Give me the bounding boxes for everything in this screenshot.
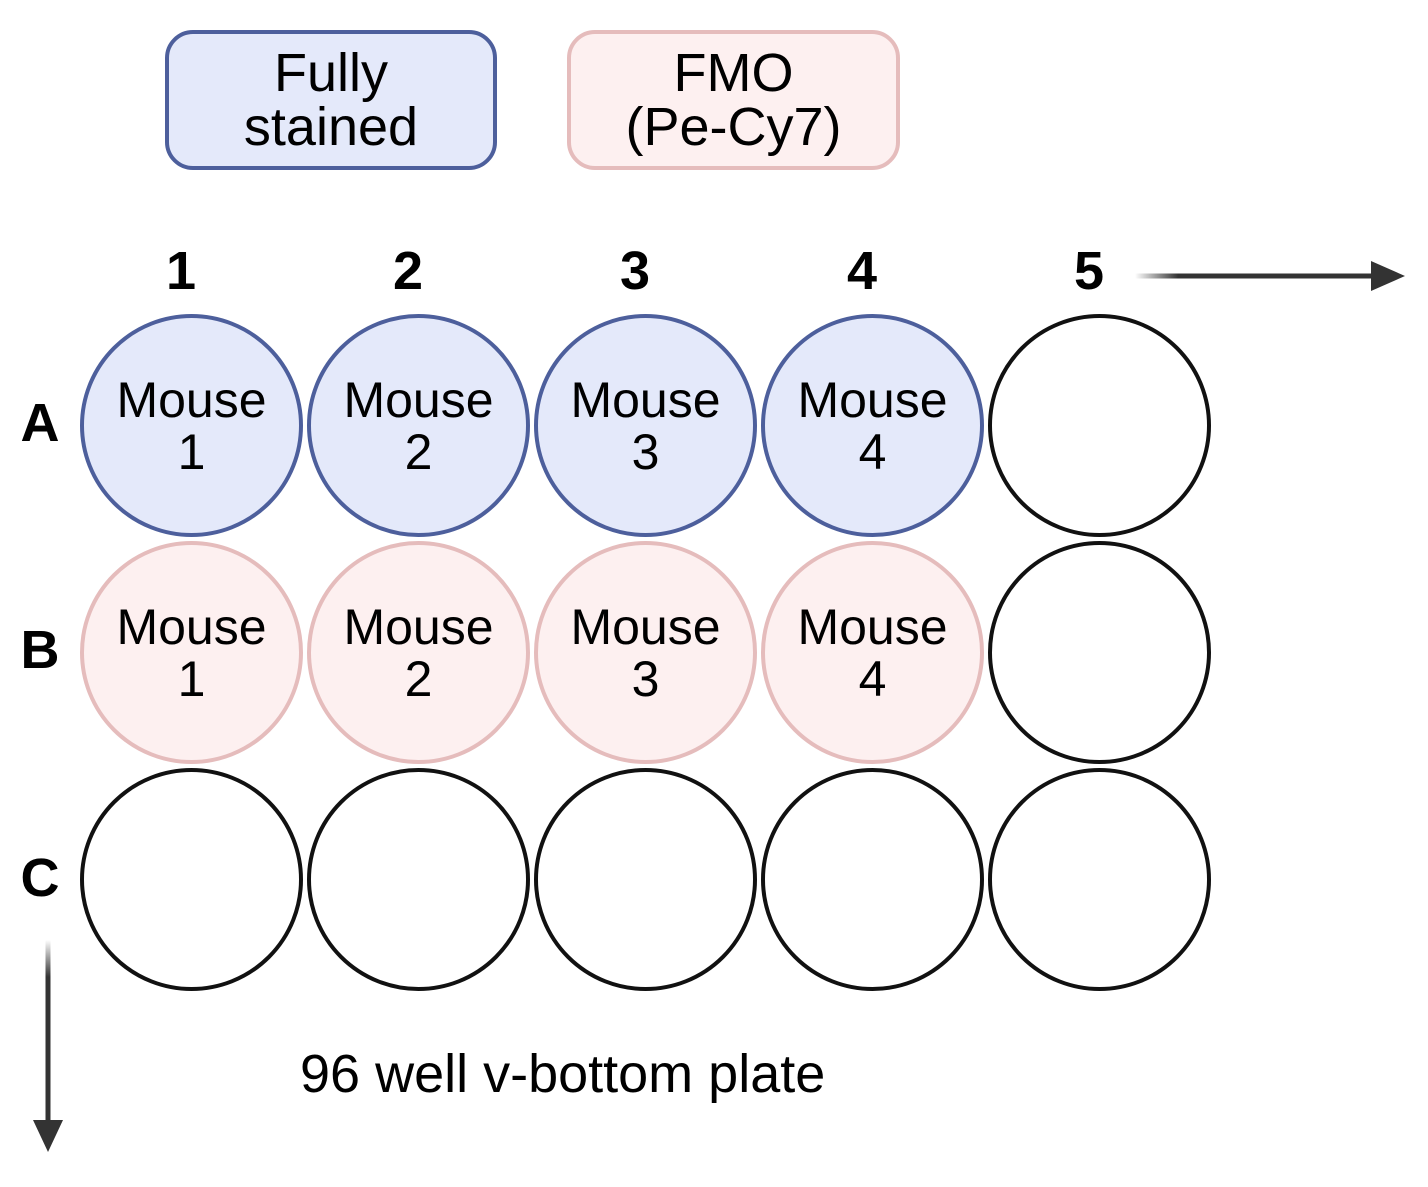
well-a3-number: 3 bbox=[631, 423, 660, 480]
well-b4-label: Mouse bbox=[797, 598, 948, 655]
well-c4 bbox=[761, 768, 984, 991]
well-b1-number: 1 bbox=[177, 650, 206, 707]
column-direction-arrow-icon bbox=[1135, 261, 1405, 291]
well-a3: Mouse 3 bbox=[534, 314, 757, 537]
well-a5 bbox=[988, 314, 1211, 537]
row-direction-arrow-icon bbox=[33, 940, 63, 1152]
well-a2-number: 2 bbox=[404, 423, 433, 480]
well-a3-label: Mouse bbox=[570, 371, 721, 428]
well-b4: Mouse 4 bbox=[761, 541, 984, 764]
column-label-2: 2 bbox=[392, 241, 424, 301]
well-b3-number: 3 bbox=[631, 650, 660, 707]
well-b1: Mouse 1 bbox=[80, 541, 303, 764]
well-c5 bbox=[988, 768, 1211, 991]
row-label-b: B bbox=[20, 620, 60, 680]
well-b1-label: Mouse bbox=[116, 598, 267, 655]
row-label-a: A bbox=[20, 393, 60, 453]
plate-caption: 96 well v-bottom plate bbox=[300, 1044, 826, 1104]
column-label-4: 4 bbox=[846, 241, 878, 301]
well-a4-number: 4 bbox=[858, 423, 887, 480]
column-label-3: 3 bbox=[619, 241, 651, 301]
well-c2 bbox=[307, 768, 530, 991]
well-b4-number: 4 bbox=[858, 650, 887, 707]
well-b2-label: Mouse bbox=[343, 598, 494, 655]
well-a2-label: Mouse bbox=[343, 371, 494, 428]
well-b3-label: Mouse bbox=[570, 598, 721, 655]
legend-fully-stained-line2: stained bbox=[243, 97, 419, 157]
well-c3 bbox=[534, 768, 757, 991]
legend-fully-stained-line1: Fully bbox=[273, 43, 388, 103]
well-a1-label: Mouse bbox=[116, 371, 267, 428]
well-a1-number: 1 bbox=[177, 423, 206, 480]
well-b5 bbox=[988, 541, 1211, 764]
legend-fmo-line2: (Pe-Cy7) bbox=[625, 97, 842, 157]
well-b2: Mouse 2 bbox=[307, 541, 530, 764]
legend-fmo: FMO (Pe-Cy7) bbox=[567, 30, 900, 170]
well-a4-label: Mouse bbox=[797, 371, 948, 428]
column-label-1: 1 bbox=[165, 241, 197, 301]
well-b3: Mouse 3 bbox=[534, 541, 757, 764]
legend-fully-stained: Fully stained bbox=[165, 30, 497, 170]
well-a1: Mouse 1 bbox=[80, 314, 303, 537]
well-a2: Mouse 2 bbox=[307, 314, 530, 537]
column-label-5: 5 bbox=[1073, 241, 1105, 301]
well-b2-number: 2 bbox=[404, 650, 433, 707]
legend-fmo-line1: FMO bbox=[673, 43, 794, 103]
well-c1 bbox=[80, 768, 303, 991]
row-label-c: C bbox=[20, 848, 60, 908]
well-a4: Mouse 4 bbox=[761, 314, 984, 537]
